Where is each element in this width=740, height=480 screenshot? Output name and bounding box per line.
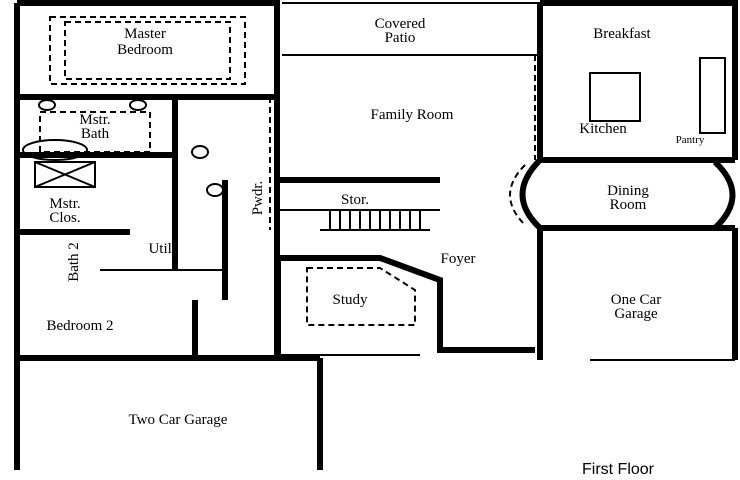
label-pwdr: Pwdr.: [250, 181, 266, 216]
label-covered-patio-2: Patio: [385, 30, 416, 46]
ceiling-details: [39, 16, 526, 326]
label-bath-2: Bath 2: [66, 242, 82, 282]
label-one-car-garage-1: One Car: [611, 292, 661, 308]
label-mstr-bath-1: Mstr.: [79, 112, 110, 128]
room-labels: Master Bedroom Mstr. Bath Mstr. Clos. Ut…: [46, 16, 704, 428]
label-breakfast: Breakfast: [593, 26, 651, 42]
label-covered-patio-1: Covered: [375, 16, 426, 32]
label-bedroom-2: Bedroom 2: [46, 318, 113, 334]
label-master-bedroom-1: Master: [124, 26, 166, 42]
label-mstr-clos-2: Clos.: [49, 210, 80, 226]
label-pantry: Pantry: [676, 134, 705, 146]
label-util: Util.: [148, 241, 175, 257]
label-dining-room-2: Room: [610, 197, 647, 213]
label-foyer: Foyer: [441, 251, 476, 267]
floor-label: First Floor: [582, 461, 655, 478]
stairs: [320, 210, 430, 231]
label-study: Study: [332, 292, 368, 308]
fixtures: [22, 57, 726, 231]
label-mstr-bath-2: Bath: [81, 126, 110, 142]
label-one-car-garage-2: Garage: [614, 306, 658, 322]
label-stor: Stor.: [341, 192, 369, 208]
label-family-room: Family Room: [371, 107, 454, 123]
label-two-car-garage: Two Car Garage: [129, 412, 228, 428]
label-dining-room-1: Dining: [607, 183, 649, 199]
label-kitchen: Kitchen: [579, 121, 627, 137]
label-master-bedroom-2: Bedroom: [117, 42, 173, 58]
label-mstr-clos-1: Mstr.: [49, 196, 80, 212]
